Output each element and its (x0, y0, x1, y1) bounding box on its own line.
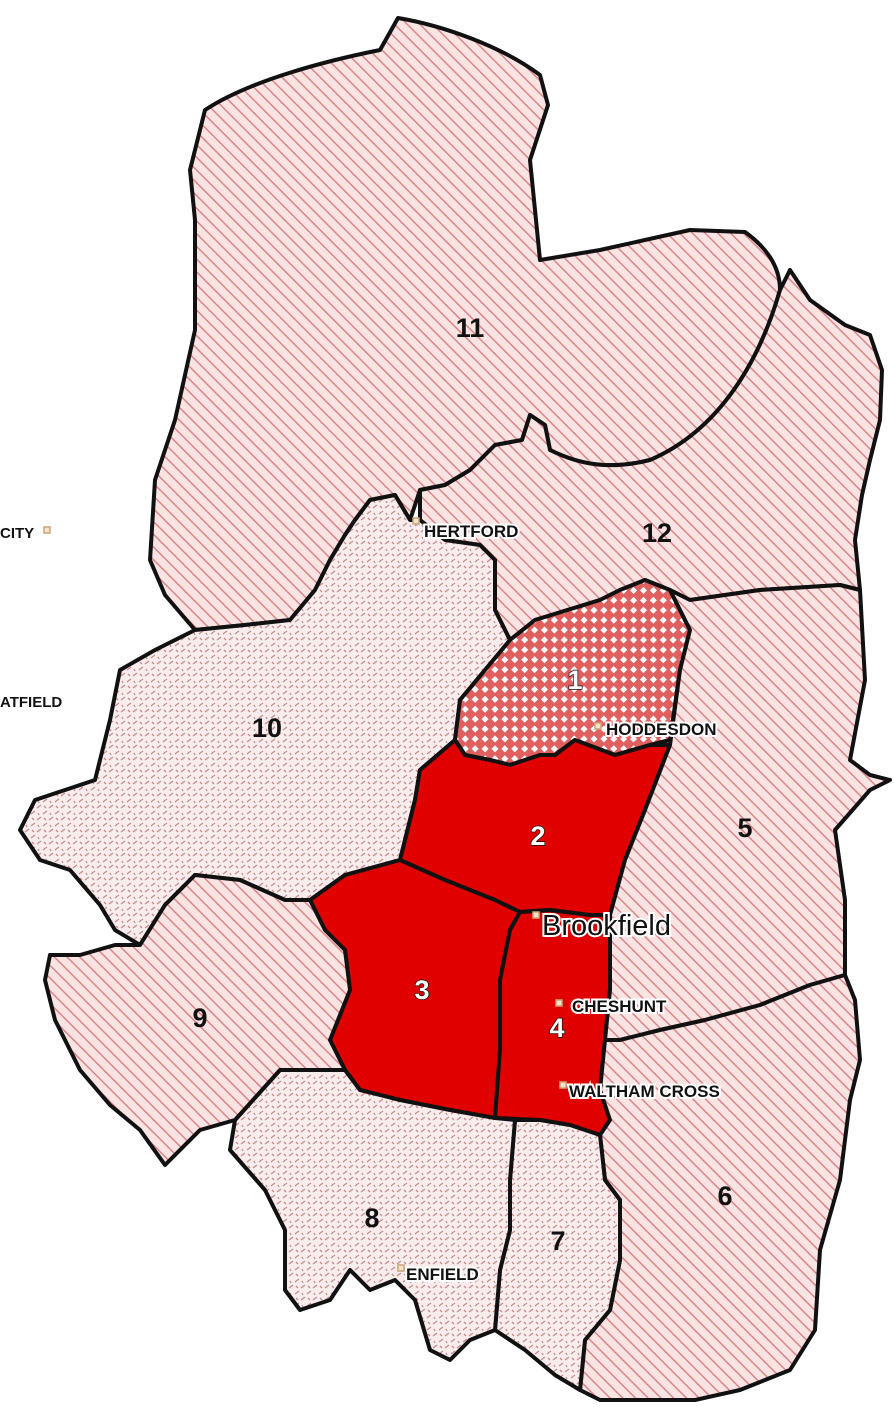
zone-label-8: 8 (364, 1203, 379, 1233)
zone-label-6: 6 (717, 1181, 732, 1211)
town-marker-icon (559, 1081, 567, 1089)
town-label-hertford: HERTFORD (424, 522, 518, 541)
zone-label-4: 4 (549, 1013, 564, 1043)
town-brookfield[interactable]: Brookfield (532, 908, 673, 944)
zone-label-10: 10 (252, 713, 282, 743)
town-label-enfield: ENFIELD (406, 1265, 479, 1284)
town-label-brookfield: Brookfield (542, 910, 671, 942)
town-marker-icon (412, 517, 420, 525)
zone-label-1: 1 (567, 665, 582, 695)
zone-label-5: 5 (737, 813, 752, 843)
town-marker-icon (594, 722, 602, 730)
zone-label-11: 11 (456, 313, 485, 343)
town-hertford[interactable]: HERTFORD (412, 517, 520, 543)
town-marker-icon (43, 526, 51, 534)
town-marker-icon (532, 911, 540, 919)
town-waltham-cross[interactable]: WALTHAM CROSS (559, 1080, 722, 1103)
town-label-hoddesdon: HODDESDON (606, 720, 717, 739)
zone-label-9: 9 (192, 1003, 207, 1033)
zone-label-12: 12 (642, 518, 672, 548)
town-city[interactable]: CITY (0, 523, 51, 544)
zone-label-7: 7 (550, 1226, 565, 1256)
town-enfield[interactable]: ENFIELD (397, 1263, 481, 1286)
zone-9[interactable] (43, 873, 352, 1167)
zone-label-2: 2 (530, 821, 545, 851)
zone-8[interactable] (228, 1068, 517, 1362)
town-label-hatfield: ATFIELD (0, 694, 62, 711)
town-marker-icon (397, 1264, 405, 1272)
town-hoddesdon[interactable]: HODDESDON (594, 718, 719, 741)
town-hatfield[interactable]: ATFIELD (0, 692, 64, 713)
town-cheshunt[interactable]: CHESHUNT (555, 995, 669, 1018)
town-label-city: CITY (0, 525, 34, 542)
town-label-waltham-cross: WALTHAM CROSS (569, 1082, 720, 1101)
zone-label-3: 3 (414, 975, 429, 1005)
town-marker-icon (555, 999, 563, 1007)
town-label-cheshunt: CHESHUNT (572, 997, 667, 1016)
